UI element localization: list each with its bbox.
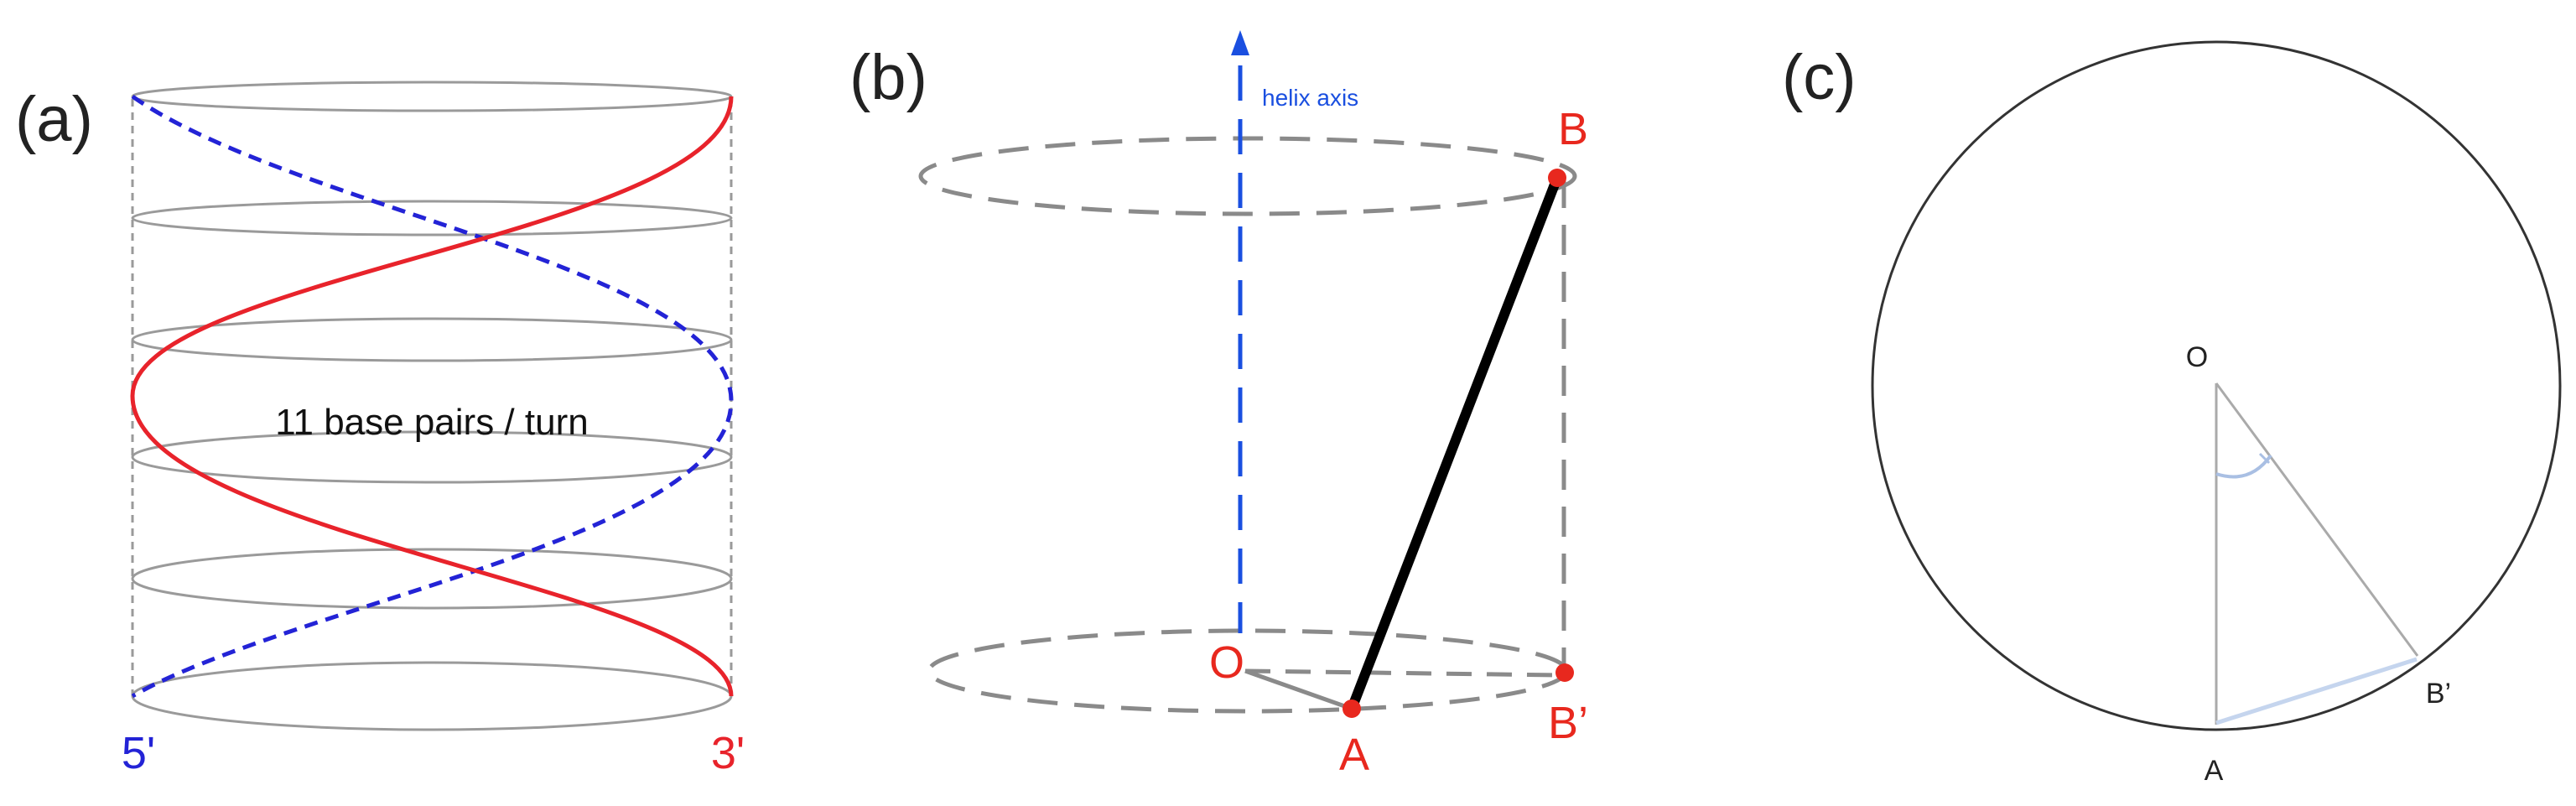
segment-ab	[1347, 173, 1562, 714]
point-a-label: A	[1339, 730, 1369, 780]
strand-dashed	[131, 94, 734, 699]
chord-o-bprime	[1244, 668, 1561, 678]
angle-arc	[2215, 454, 2272, 479]
point-a	[1343, 699, 1361, 718]
five-prime-label: 5'	[122, 728, 155, 778]
point-b	[1548, 169, 1566, 187]
panel-b-label: (b)	[849, 42, 927, 113]
ring	[131, 430, 733, 484]
ring	[131, 317, 733, 362]
ring	[131, 200, 733, 237]
point-b-label: B	[1558, 104, 1588, 154]
panel-a: (a) 11 base pairs / turn 5' 3'	[15, 81, 745, 778]
ring	[131, 548, 733, 610]
radius-o-bprime	[2215, 382, 2419, 657]
angle-tick	[2258, 452, 2271, 465]
point-o-label: O	[2186, 341, 2208, 373]
ring	[131, 661, 733, 731]
panel-c-label: (c)	[1782, 42, 1857, 113]
panel-a-label: (a)	[15, 84, 93, 155]
top-dashed-ring	[918, 136, 1577, 216]
chord-a-bprime	[2215, 657, 2418, 725]
panel-b: (b) helix axis B O A B’	[849, 30, 1588, 780]
point-a-label: A	[2205, 755, 2224, 787]
point-b-prime	[1555, 663, 1574, 682]
cross-section-circle	[1871, 40, 2562, 731]
point-b-prime-label: B’	[1548, 698, 1588, 748]
panel-c: (c) O A B’	[1782, 40, 2562, 787]
point-b-prime-label: B’	[2426, 678, 2451, 710]
strand-solid	[130, 96, 734, 697]
helix-axis-arrowhead	[1231, 30, 1249, 55]
point-o-label: O	[1209, 637, 1244, 688]
chord-o-a	[1244, 668, 1353, 711]
three-prime-label: 3'	[711, 728, 745, 778]
turn-annotation: 11 base pairs / turn	[275, 402, 588, 443]
helix-axis-label: helix axis	[1262, 85, 1358, 111]
ring	[131, 81, 733, 112]
